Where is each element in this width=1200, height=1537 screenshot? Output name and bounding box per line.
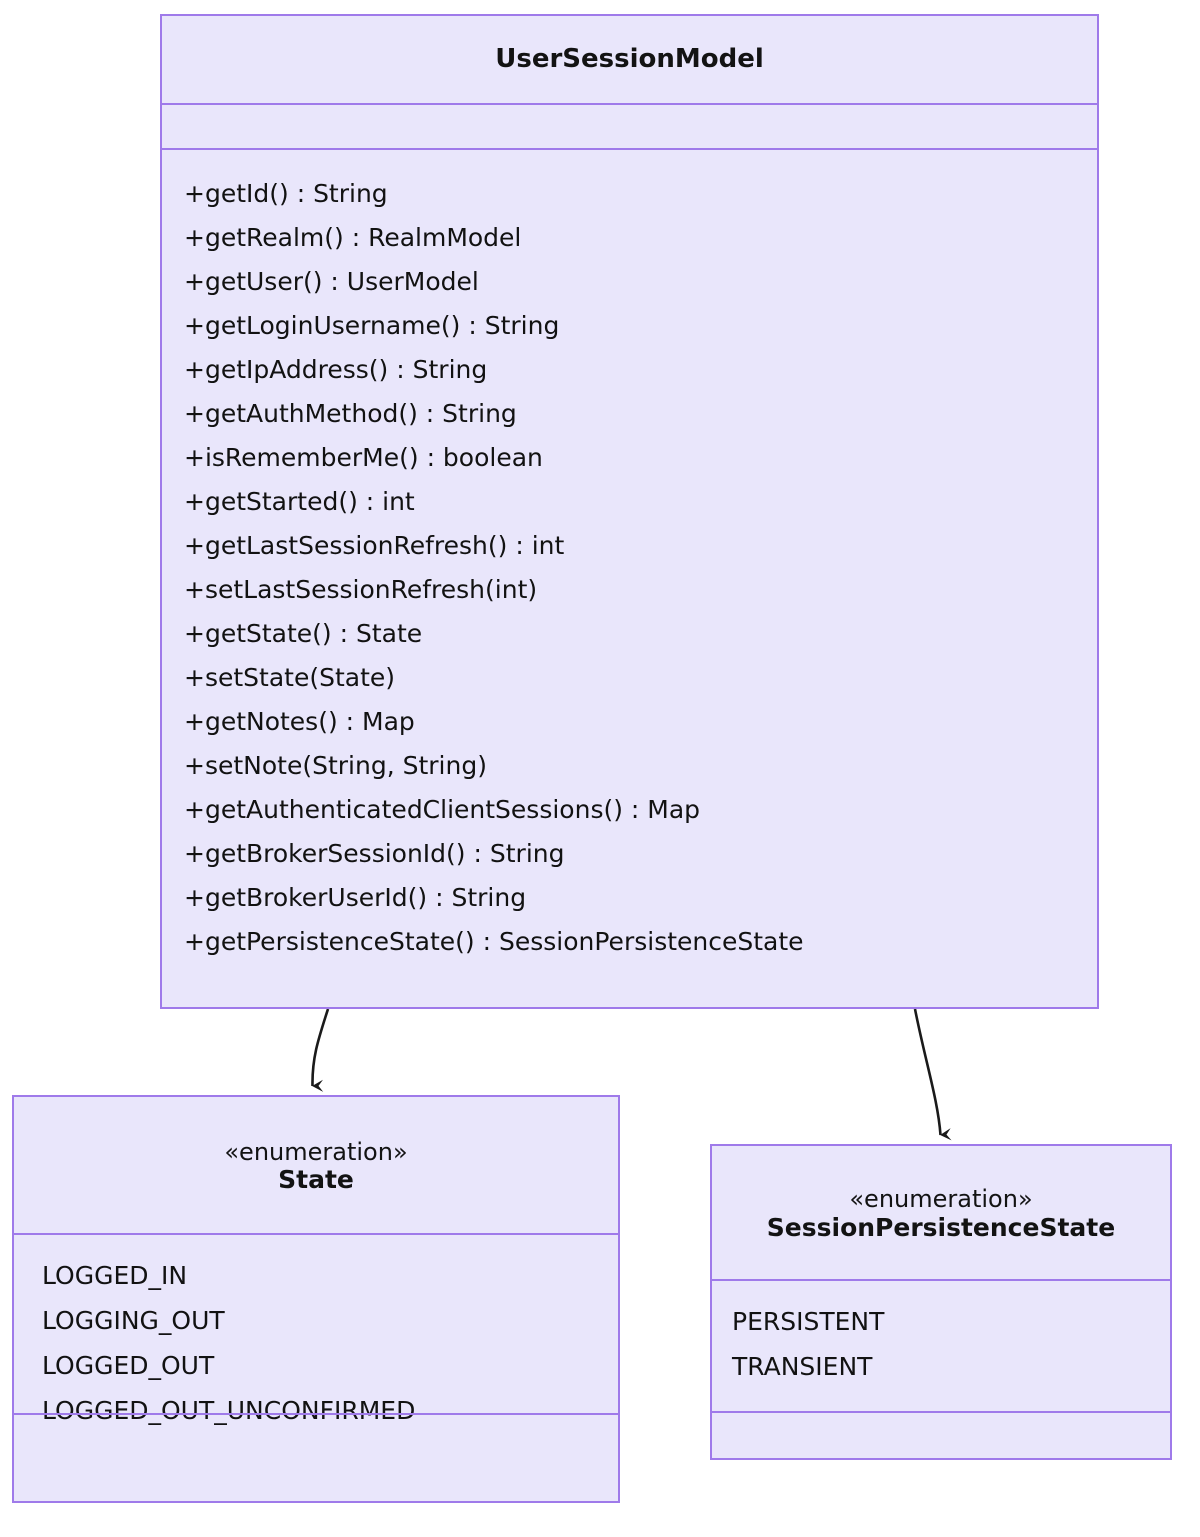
method-item: +getStarted() : int — [184, 487, 415, 516]
enum-value-item: LOGGED_IN — [42, 1261, 188, 1290]
method-item: +getNotes() : Map — [184, 707, 415, 736]
class-methods-compartment: +getId() : String +getRealm() : RealmMode… — [162, 148, 1097, 1007]
method-item: +getLoginUsername() : String — [184, 311, 560, 340]
method-item: +getBrokerUserId() : String — [184, 883, 527, 912]
method-item: +getAuthMethod() : String — [184, 399, 517, 428]
method-item: +getUser() : UserModel — [184, 267, 479, 296]
enum-values-compartment: PERSISTENT TRANSIENT — [712, 1279, 1170, 1411]
enum-stereotype: «enumeration» — [849, 1185, 1033, 1214]
enum-value-item: LOGGED_OUT_UNCONFIRMED — [42, 1396, 416, 1425]
enum-value-item: LOGGED_OUT — [42, 1351, 215, 1380]
method-item: +getId() : String — [184, 179, 388, 208]
enum-operations-compartment — [712, 1411, 1170, 1458]
method-item: +getLastSessionRefresh() : int — [184, 531, 565, 560]
connector-usersessionmodel-to-sessionpersistencestate — [913, 1008, 952, 1141]
connector-usersessionmodel-to-state — [311, 1008, 330, 1092]
method-item: +getState() : State — [184, 619, 423, 648]
method-item: +setLastSessionRefresh(int) — [184, 575, 538, 604]
enum-stereotype: «enumeration» — [224, 1137, 408, 1166]
method-item: +setNote(String, String) — [184, 751, 487, 780]
class-title-compartment: UserSessionModel — [162, 16, 1097, 103]
enum-title-compartment: «enumeration» State — [14, 1097, 618, 1233]
class-name: UserSessionModel — [495, 44, 764, 75]
enum-values-compartment: LOGGED_IN LOGGING_OUT LOGGED_OUT LOGGED_OUT… — [14, 1233, 618, 1425]
enum-value-list: LOGGED_IN LOGGING_OUT LOGGED_OUT LOGGED_OUT… — [42, 1253, 618, 1433]
class-box-usersessionmodel[interactable]: UserSessionModel +getId() : String +getRe… — [160, 14, 1099, 1009]
enum-value-list: PERSISTENT TRANSIENT — [732, 1299, 1170, 1389]
enum-value-item: LOGGING_OUT — [42, 1306, 225, 1335]
enum-operations-compartment — [14, 1413, 618, 1501]
method-item: +getRealm() : RealmModel — [184, 223, 522, 252]
enum-title-compartment: «enumeration» SessionPersistenceState — [712, 1146, 1170, 1279]
method-item: +setState(State) — [184, 663, 396, 692]
method-item: +getPersistenceState() : SessionPersiste… — [184, 927, 804, 956]
enum-name: State — [278, 1165, 354, 1195]
enum-name: SessionPersistenceState — [766, 1212, 1116, 1242]
method-item: +isRememberMe() : boolean — [184, 443, 543, 472]
enum-value-item: PERSISTENT — [732, 1307, 885, 1336]
method-item: +getBrokerSessionId() : String — [184, 839, 565, 868]
class-attributes-compartment — [162, 103, 1097, 148]
enum-box-sessionpersistencestate[interactable]: «enumeration» SessionPersistenceState PE… — [710, 1144, 1172, 1460]
enum-box-state[interactable]: «enumeration» State LOGGED_IN LOGGING_OUT… — [12, 1095, 620, 1503]
method-list: +getId() : String +getRealm() : RealmMode… — [184, 172, 1097, 964]
method-item: +getAuthenticatedClientSessions() : Map — [184, 795, 701, 824]
method-item: +getIpAddress() : String — [184, 355, 488, 384]
enum-value-item: TRANSIENT — [732, 1352, 873, 1381]
